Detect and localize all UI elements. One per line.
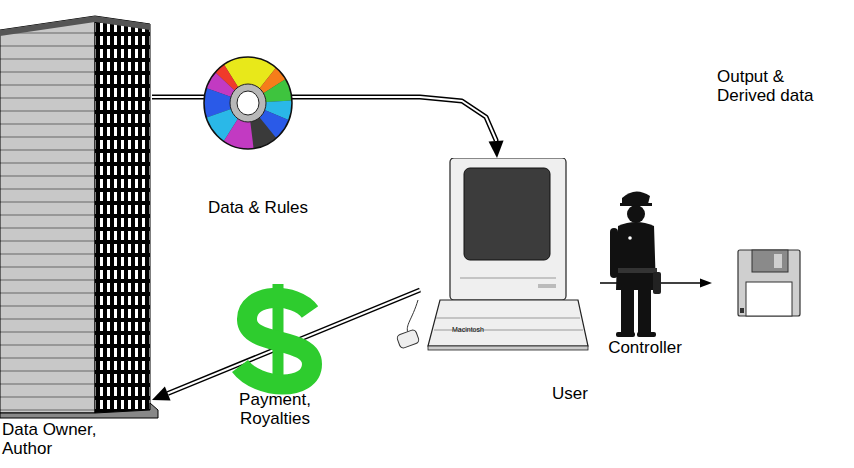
connector-line — [168, 290, 420, 394]
edge-label: Controller — [590, 338, 700, 357]
node-icon — [0, 8, 160, 420]
building-node: Data Owner, Author — [0, 8, 152, 466]
node-icon — [420, 158, 600, 354]
dollar-sign — [240, 284, 312, 392]
computer-mouse — [396, 300, 420, 349]
brand-label: Macintosh — [452, 326, 512, 333]
floppy-node: Output & Derived data — [712, 62, 852, 320]
node-label: Output & Derived data — [717, 67, 837, 105]
connector — [152, 290, 420, 400]
arrowhead — [489, 141, 504, 158]
node-label: Data Owner, Author — [2, 420, 112, 458]
cd-disc — [198, 50, 300, 160]
node-label: User — [545, 384, 595, 403]
arrowhead — [700, 279, 712, 288]
edge-label: Data & Rules — [198, 198, 318, 217]
arrowhead — [152, 387, 171, 401]
edge-label: Payment, Royalties — [215, 390, 335, 428]
computer-node: User — [420, 158, 600, 412]
connector-line — [168, 290, 420, 394]
police-controller — [610, 191, 661, 337]
